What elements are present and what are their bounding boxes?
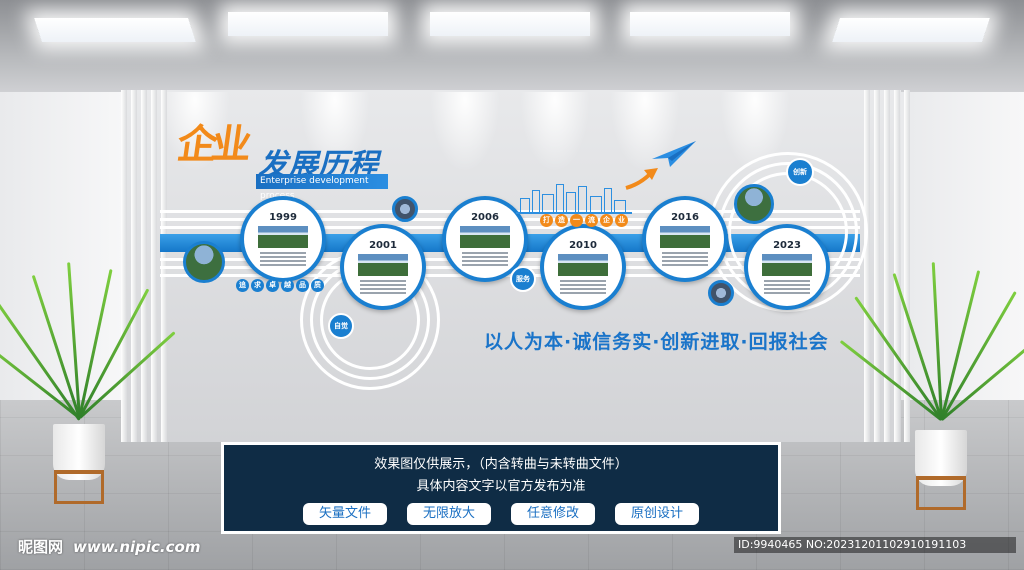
year-label: 2023 [773,240,801,251]
notice-line-2: 具体内容文字以官方发布为准 [416,479,586,494]
original-design-button[interactable]: 原创设计 [615,503,699,525]
tag-fuwu: 服务 [510,266,536,292]
landscape-photo [460,226,510,248]
text-lines [260,252,306,266]
spotlight [520,92,590,172]
vector-file-button[interactable]: 矢量文件 [303,503,387,525]
watermark-url: www.nipic.com [73,538,201,556]
badge-char: 追 [236,279,249,292]
road-icon [708,280,734,306]
text-lines [560,280,606,294]
text-lines [360,280,406,294]
year-label: 2010 [569,240,597,251]
watermark-left: 昵图网 www.nipic.com [18,536,200,557]
paper-plane-icon [652,141,696,167]
badge-char: 品 [296,279,309,292]
landscape-photo [660,226,710,248]
tag-zijue: 自觉 [328,313,354,339]
badge-char: 质 [311,279,324,292]
unlimited-zoom-button[interactable]: 无限放大 [407,503,491,525]
spotlight [300,92,370,172]
slogan: 以人为本·诚信务实·创新进取·回报社会 [484,331,829,353]
spotlight [160,92,230,172]
spotlight [430,92,500,172]
road-icon [392,196,418,222]
landscape-photo [762,254,812,276]
round-landscape-photo [734,184,774,224]
text-lines [462,252,508,266]
badge-char: 打 [540,214,553,227]
badge-row-left: 追 求 卓 越 品 质 [236,279,324,292]
year-node-2001: 2001 [340,224,426,310]
badge-char: 造 [555,214,568,227]
notice-line-1: 效果图仅供展示，（内含转曲与未转曲文件） [374,457,628,472]
ceiling-light [832,18,990,42]
notice-panel: 效果图仅供展示，（内含转曲与未转曲文件） 具体内容文字以官方发布为准 矢量文件 … [221,442,781,534]
badge-char: 业 [615,214,628,227]
badge-char: 卓 [266,279,279,292]
ceiling-light [630,12,790,36]
ceiling-light [228,12,388,36]
title-orange-prefix: 企业 [174,121,249,168]
watermark-brand: 昵图网 [18,538,64,556]
notice-buttons: 矢量文件 无限放大 任意修改 原创设计 [224,503,778,525]
year-node-2023: 2023 [744,224,830,310]
text-lines [764,280,810,294]
year-node-2016: 2016 [642,196,728,282]
arrow-icon [625,168,658,190]
landscape-photo [558,254,608,276]
year-label: 2001 [369,240,397,251]
tag-chuangxin: 创新 [786,158,814,186]
ceiling-light [430,12,590,36]
landscape-photo [358,254,408,276]
watermark-id: ID:9940465 NO:20231201102910191103 [734,537,1016,553]
badge-char: 一 [570,214,583,227]
city-skyline-icon [516,182,632,214]
badge-char: 流 [585,214,598,227]
right-pillar [864,90,910,442]
year-node-2010: 2010 [540,224,626,310]
ceiling [0,0,1024,92]
year-label: 1999 [269,212,297,223]
badge-char: 越 [281,279,294,292]
year-label: 2016 [671,212,699,223]
title-english: Enterprise development process [256,174,388,201]
landscape-photo [258,226,308,248]
year-label: 2006 [471,212,499,223]
badge-char: 求 [251,279,264,292]
round-landscape-photo [183,241,225,283]
year-node-1999: 1999 [240,196,326,282]
free-edit-button[interactable]: 任意修改 [511,503,595,525]
year-node-2006: 2006 [442,196,528,282]
ceiling-light [34,18,196,42]
text-lines [662,252,708,266]
badge-char: 企 [600,214,613,227]
badge-row-center: 打 造 一 流 企 业 [540,214,628,227]
